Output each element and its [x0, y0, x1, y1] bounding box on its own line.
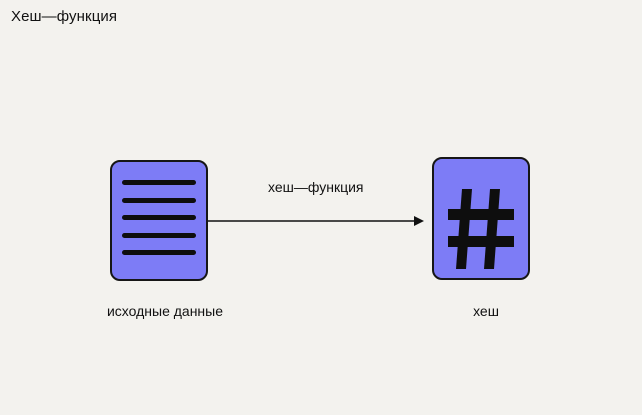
- document-line: [122, 215, 196, 220]
- hash-output-card: [432, 157, 530, 280]
- document-line: [122, 232, 196, 238]
- document-line: [122, 250, 196, 255]
- page-title: Хеш—функция: [11, 8, 118, 25]
- input-caption: исходные данные: [106, 303, 224, 319]
- input-data-card: [110, 160, 208, 281]
- document-line: [122, 197, 196, 203]
- document-line: [122, 180, 196, 185]
- hash-function-arrow: [208, 216, 424, 226]
- document-lines-icon: [122, 180, 196, 255]
- arrow-head: [414, 216, 424, 226]
- hash-icon: [448, 189, 514, 269]
- arrow-label: хеш—функция: [268, 179, 364, 195]
- output-caption: хеш: [473, 303, 499, 319]
